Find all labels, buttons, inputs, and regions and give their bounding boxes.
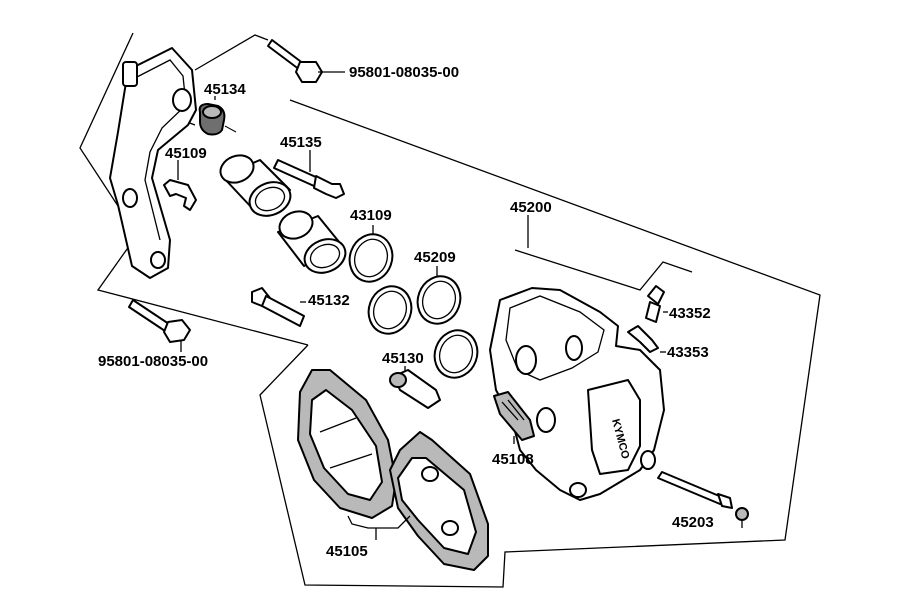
label-seal-outer: 43109: [350, 207, 392, 224]
label-boot: 45134: [204, 81, 246, 98]
label-slide-pin-upper: 45135: [280, 134, 322, 151]
caliper-body-45200: KYMCO 45200: [489, 199, 665, 501]
bushing-45130: 45130: [382, 350, 441, 409]
clip-45109: 45109: [163, 145, 207, 211]
pad-spring-45108: 45108: [492, 391, 535, 468]
boot-45134: 45134: [198, 81, 246, 136]
label-bushing: 45130: [382, 350, 424, 367]
seal-45209: 45209: [414, 249, 462, 325]
bleed-cap-43353: 43353: [627, 325, 709, 361]
bolt-bottom: 95801-08035-00: [98, 299, 208, 370]
label-caliper-assy: 45200: [510, 199, 552, 216]
label-pads: 45105: [326, 543, 368, 560]
caliper-bracket: [109, 47, 197, 279]
bleed-screw-43352: 43352: [645, 285, 711, 323]
brake-pad-left: [297, 369, 397, 519]
pads-leader: 45105: [326, 515, 411, 560]
pad-pin-45203: 45203: [657, 471, 749, 531]
label-pad-pin: 45203: [672, 514, 714, 531]
label-slide-pin-lower: 45132: [308, 292, 350, 309]
slide-pin-45132: 45132: [251, 287, 350, 327]
seal-lower: [433, 329, 479, 379]
piston-upper: [219, 154, 292, 217]
brake-pad-right: [389, 431, 489, 571]
label-clip: 45109: [165, 145, 207, 162]
label-seal-inner: 45209: [414, 249, 456, 266]
label-bleed-cap: 43353: [667, 344, 709, 361]
seal-mid: [367, 285, 413, 335]
slide-pin-45135: 45135: [273, 134, 345, 199]
piston-lower: [277, 210, 347, 274]
label-bleed-screw: 43352: [669, 305, 711, 322]
label-bolt-bottom: 95801-08035-00: [98, 353, 208, 370]
seal-43109: 43109: [348, 207, 394, 283]
label-bolt-top: 95801-08035-00: [349, 64, 459, 81]
label-pad-spring: 45108: [492, 451, 534, 468]
bolt-top: 95801-08035-00: [267, 39, 459, 83]
